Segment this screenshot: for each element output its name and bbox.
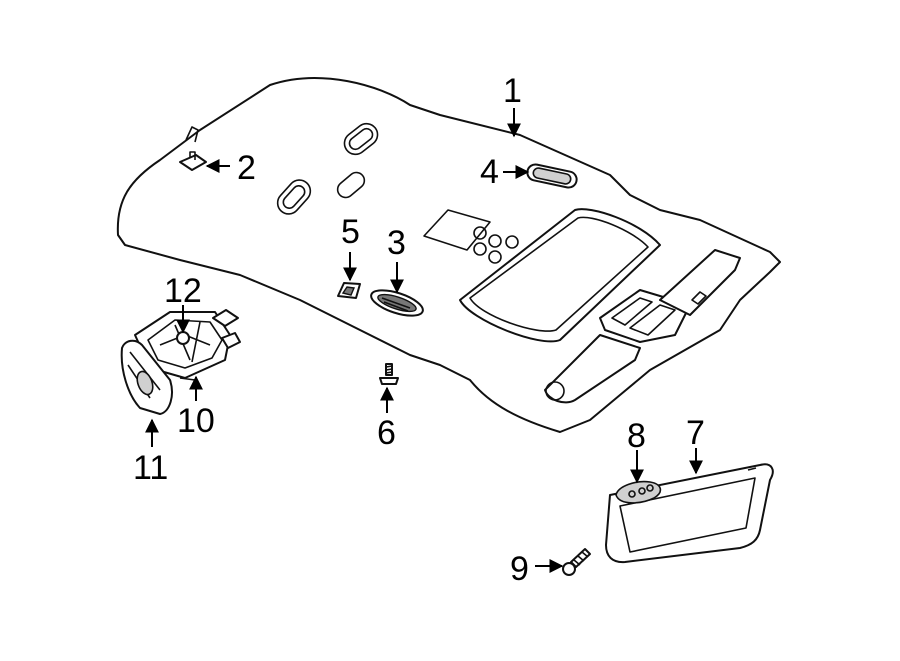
callout-11: 11 [133, 449, 168, 487]
callout-5: 5 [341, 213, 360, 251]
screw-part-6 [379, 363, 399, 385]
visor-clip-part-8 [615, 480, 662, 504]
sun-visor-part-7 [605, 463, 774, 564]
callout-8: 8 [627, 417, 646, 455]
callout-12: 12 [164, 272, 202, 310]
callout-1: 1 [503, 72, 522, 110]
callout-7: 7 [686, 414, 705, 452]
callout-4: 4 [480, 153, 499, 191]
screw-part-9 [562, 548, 591, 576]
leader-lines [145, 108, 703, 573]
headliner [116, 77, 781, 433]
callouts: 1 2 3 4 5 6 7 8 9 10 11 12 [133, 72, 705, 588]
callout-6: 6 [377, 414, 396, 452]
callout-10: 10 [177, 402, 215, 440]
lamp-part-3 [370, 289, 424, 317]
callout-3: 3 [387, 224, 406, 262]
handle-assembly [120, 309, 241, 415]
switch-part-5 [337, 282, 361, 299]
callout-2: 2 [237, 149, 256, 187]
callout-9: 9 [510, 550, 529, 588]
